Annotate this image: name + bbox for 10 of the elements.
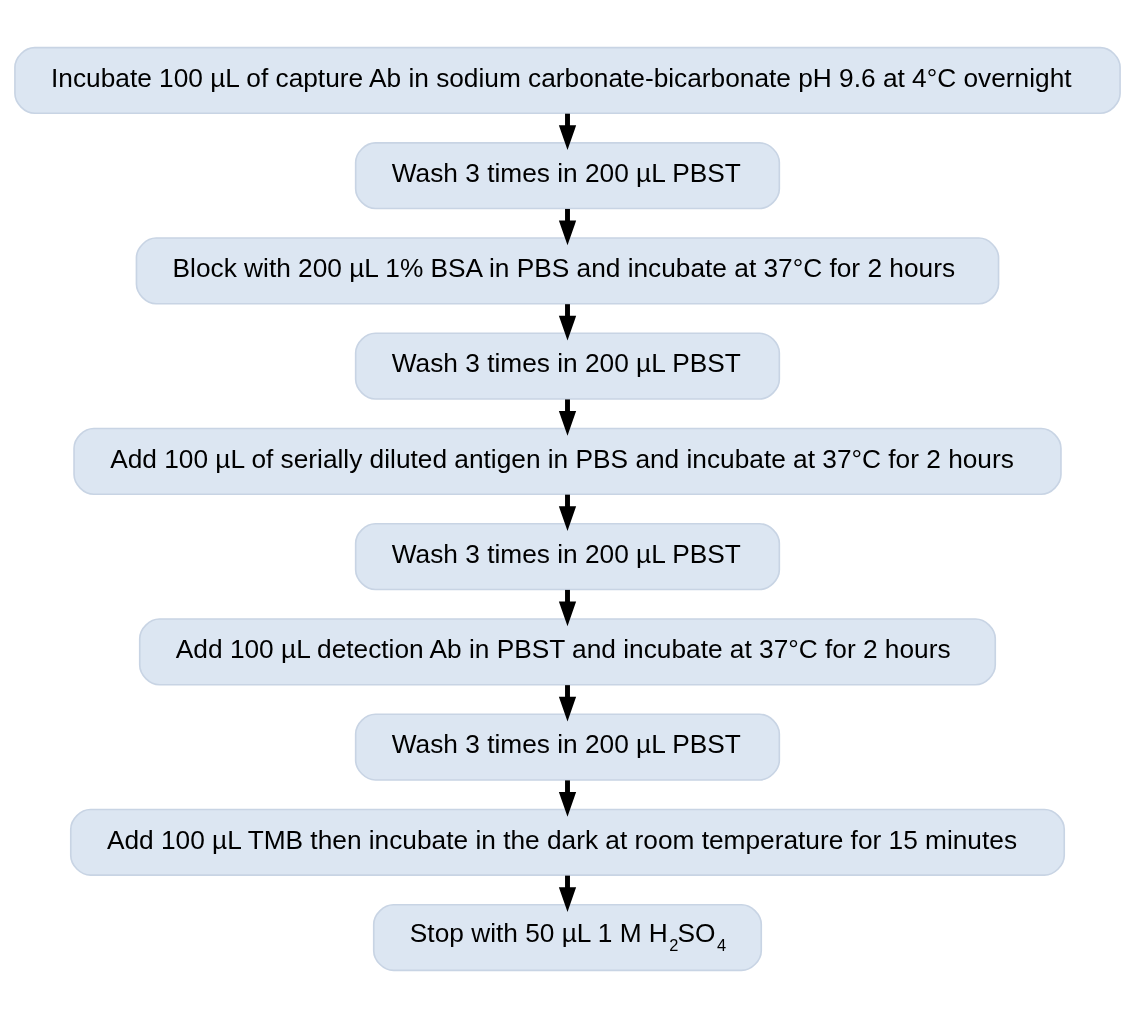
node-box: Wash 3 times in 200 µL PBST <box>354 713 781 781</box>
node-box: Wash 3 times in 200 µL PBST <box>354 522 781 591</box>
node-box: Wash 3 times in 200 µL PBST <box>354 142 781 210</box>
node-box: Block with 200 µL 1% BSA in PBS and incubate at 37°C for 2 hours <box>135 237 1000 305</box>
node-box: Incubate 100 µL of capture Ab in sodium carbonate-bicarbonate pH 9.6 at 4°C overnight <box>14 46 1121 115</box>
node-box: Add 100 µL TMB then incubate in the dark at room temperature for 15 minutes <box>69 808 1066 876</box>
node-box: Add 100 µL of serially diluted antigen in PBS and incubate at 37°C for 2 hours <box>73 427 1062 496</box>
node-box: Add 100 µL detection Ab in PBST and incubate at 37°C for 2 hours <box>138 618 997 686</box>
node-box: Stop with 50 µL 1 M H$_{2}$SO$_{4}$ <box>372 903 763 972</box>
node-box: Wash 3 times in 200 µL PBST <box>354 332 781 400</box>
